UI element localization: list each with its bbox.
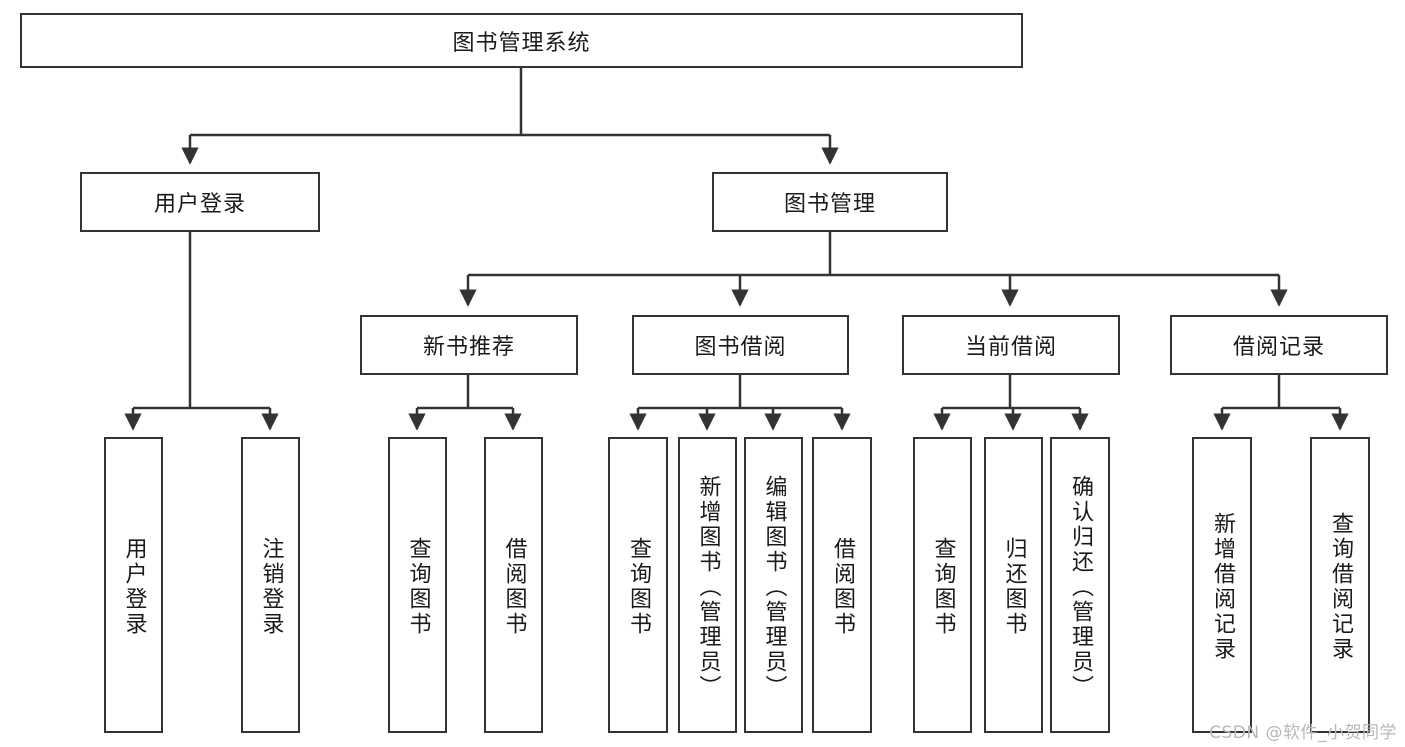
- node-new-book-recommend-label: 新书推荐: [422, 335, 515, 360]
- node-leaf-query-book-1-label: 查询图书: [405, 537, 431, 637]
- node-leaf-query-book-3-label: 查询图书: [930, 537, 956, 637]
- node-borrow-record-label: 借阅记录: [1232, 335, 1325, 360]
- node-leaf-user-login[interactable]: 用户登录: [104, 437, 163, 733]
- node-borrow-record[interactable]: 借阅记录: [1170, 315, 1388, 375]
- node-book-borrow-label: 图书借阅: [694, 335, 787, 360]
- node-leaf-borrow-book-2[interactable]: 借阅图书: [812, 437, 872, 733]
- node-user-login[interactable]: 用户登录: [80, 172, 320, 232]
- node-current-borrow[interactable]: 当前借阅: [902, 315, 1120, 375]
- node-leaf-return-book[interactable]: 归还图书: [984, 437, 1043, 733]
- node-leaf-logout[interactable]: 注销登录: [241, 437, 300, 733]
- node-leaf-query-book-1[interactable]: 查询图书: [388, 437, 447, 733]
- node-leaf-add-book-label: 新增图书（管理员）: [695, 474, 721, 700]
- node-leaf-borrow-book-1[interactable]: 借阅图书: [484, 437, 543, 733]
- node-leaf-query-book-3[interactable]: 查询图书: [913, 437, 972, 733]
- node-current-borrow-label: 当前借阅: [964, 335, 1057, 360]
- node-leaf-query-record-label: 查询借阅记录: [1328, 512, 1353, 662]
- node-leaf-user-login-label: 用户登录: [121, 537, 147, 637]
- node-leaf-confirm-return-label: 确认归还（管理员）: [1068, 474, 1093, 700]
- node-root[interactable]: 图书管理系统: [20, 13, 1023, 68]
- node-leaf-query-record[interactable]: 查询借阅记录: [1310, 437, 1370, 733]
- node-leaf-borrow-book-1-label: 借阅图书: [501, 537, 527, 637]
- node-leaf-return-book-label: 归还图书: [1001, 537, 1027, 637]
- node-root-label: 图书管理系统: [452, 30, 591, 56]
- node-leaf-add-book[interactable]: 新增图书（管理员）: [678, 437, 737, 733]
- node-book-manage-label: 图书管理: [783, 192, 876, 217]
- node-leaf-borrow-book-2-label: 借阅图书: [830, 537, 855, 637]
- node-book-manage[interactable]: 图书管理: [712, 172, 948, 232]
- watermark: CSDN @软件_小贺同学: [1209, 723, 1397, 743]
- node-leaf-add-record[interactable]: 新增借阅记录: [1192, 437, 1252, 733]
- node-leaf-query-book-2-label: 查询图书: [626, 537, 651, 637]
- node-leaf-edit-book[interactable]: 编辑图书（管理员）: [744, 437, 803, 733]
- node-user-login-label: 用户登录: [153, 192, 246, 217]
- node-leaf-logout-label: 注销登录: [258, 537, 284, 637]
- node-new-book-recommend[interactable]: 新书推荐: [360, 315, 578, 375]
- node-leaf-confirm-return[interactable]: 确认归还（管理员）: [1050, 437, 1110, 733]
- node-leaf-query-book-2[interactable]: 查询图书: [608, 437, 668, 733]
- node-leaf-add-record-label: 新增借阅记录: [1210, 512, 1235, 662]
- node-leaf-edit-book-label: 编辑图书（管理员）: [761, 474, 787, 700]
- node-book-borrow[interactable]: 图书借阅: [632, 315, 849, 375]
